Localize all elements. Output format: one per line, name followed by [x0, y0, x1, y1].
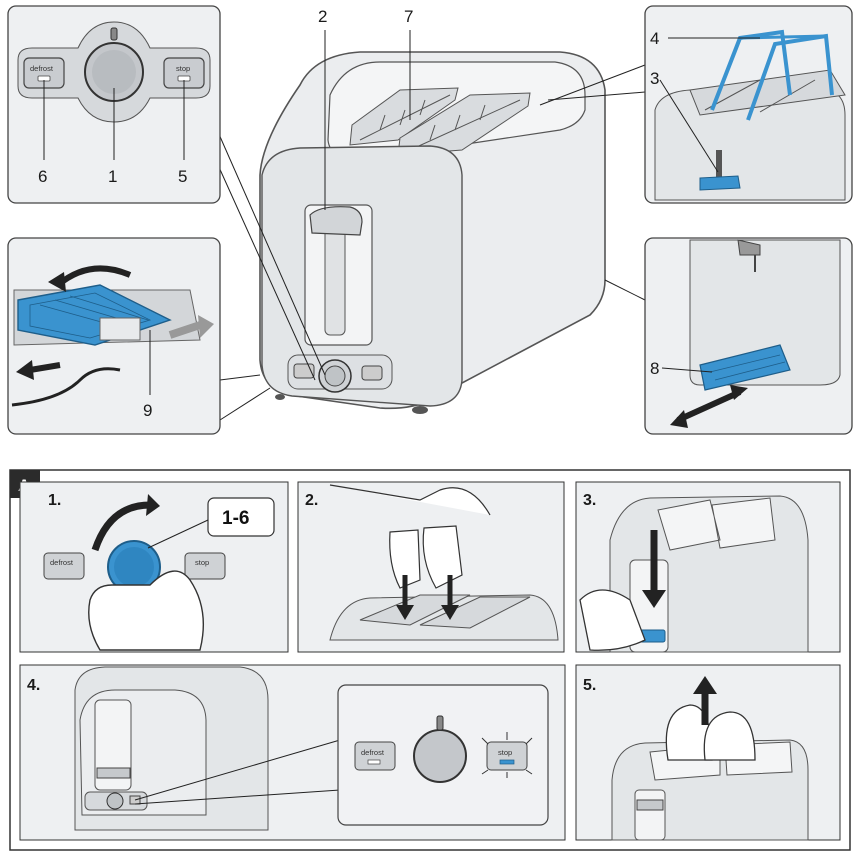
temperature-range: 1-6 [222, 508, 249, 529]
step4-defrost-label: defrost [361, 748, 385, 757]
step1-stop-label: stop [195, 558, 209, 567]
callout-4: 4 [650, 29, 659, 48]
step-2-panel: 2. [297, 481, 565, 653]
step-2-label: 2. [305, 492, 318, 509]
leader-lines [217, 30, 646, 421]
callout-2: 2 [318, 7, 327, 26]
defrost-label: defrost [30, 64, 54, 73]
detail-crumb-drawer: 8 [644, 237, 853, 435]
step-3-label: 3. [583, 492, 596, 509]
callout-3: 3 [650, 69, 659, 88]
step-5-panel: 5. [575, 664, 841, 841]
detail-crumb-tray: 9 [7, 237, 221, 435]
step-4-panel: 4. defrost stop [19, 664, 566, 841]
step-3-panel: 3. [575, 481, 841, 653]
step-5-label: 5. [583, 677, 596, 694]
step4-stop-label: stop [498, 748, 512, 757]
step-1-panel: 1. defrost stop 1-6 [19, 481, 289, 653]
main-toaster [259, 51, 606, 414]
callout-1: 1 [108, 167, 117, 186]
callout-6: 6 [38, 167, 47, 186]
callout-8: 8 [650, 359, 659, 378]
step-1-label: 1. [48, 492, 61, 509]
stop-label: stop [176, 64, 190, 73]
step-4-label: 4. [27, 677, 40, 694]
callout-7: 7 [404, 7, 413, 26]
detail-control-panel: defrost stop 6 1 5 [7, 5, 221, 204]
step1-defrost-label: defrost [50, 558, 74, 567]
detail-warming-rack: 4 3 [644, 5, 853, 204]
callout-9: 9 [143, 401, 152, 420]
callout-5: 5 [178, 167, 187, 186]
